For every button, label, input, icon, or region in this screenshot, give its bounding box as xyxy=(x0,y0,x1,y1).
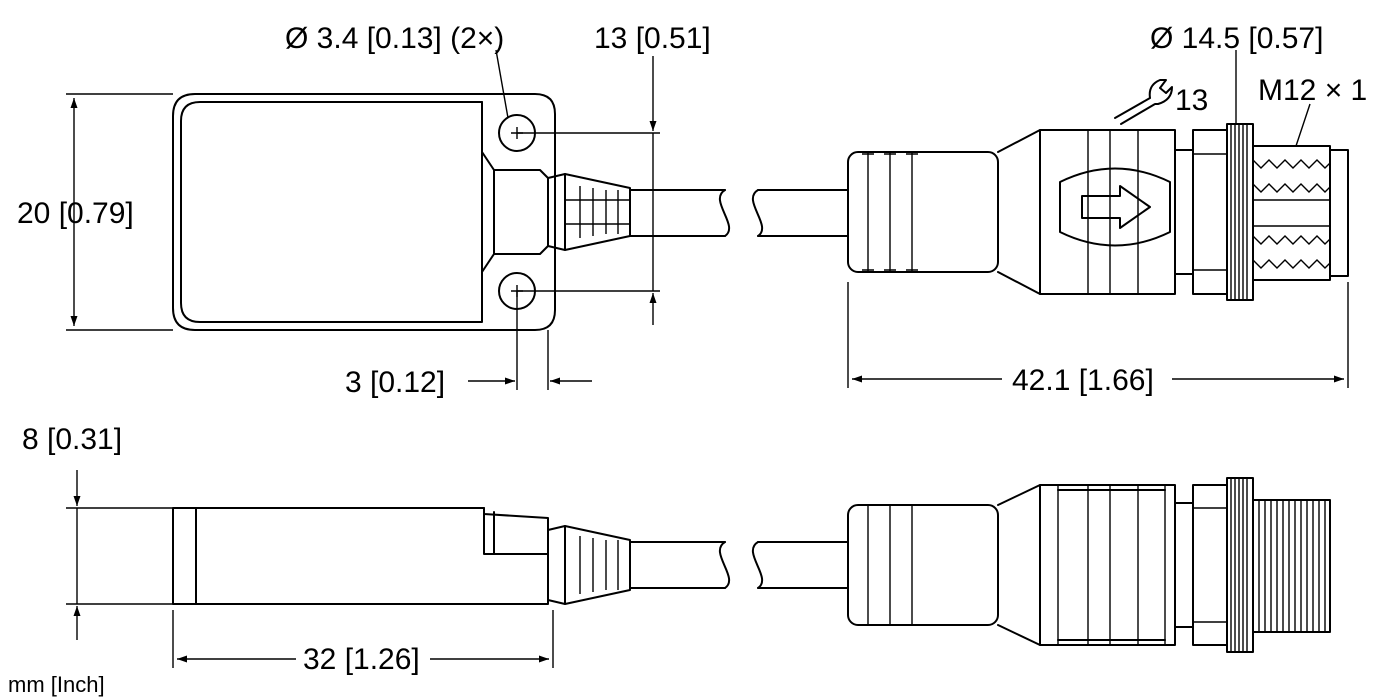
thread-teeth-upper xyxy=(1252,159,1331,193)
unit-note: mm [Inch] xyxy=(8,672,105,697)
mounting-channel xyxy=(481,101,549,273)
body-height-label: 20 [0.79] xyxy=(17,197,134,230)
hole-spacing-label: 13 [0.51] xyxy=(594,22,711,55)
connector-length-label: 42.1 [1.66] xyxy=(1012,364,1154,397)
cable-side xyxy=(629,541,849,589)
strain-relief xyxy=(547,173,631,251)
hole-offset-label: 3 [0.12] xyxy=(345,366,445,399)
wrench-icon xyxy=(1114,79,1173,125)
sensor-body-outline xyxy=(172,93,556,331)
arrow-right-icon xyxy=(1059,167,1171,247)
cable-top xyxy=(629,189,849,237)
sensor-side-view xyxy=(172,507,849,605)
hole-diameter-label: Ø 3.4 [0.13] (2×) xyxy=(285,22,504,55)
connector-diameter-label: Ø 14.5 [0.57] xyxy=(1150,22,1323,55)
sensor-top-view xyxy=(172,93,849,331)
sensor-body-inner-outline xyxy=(180,101,483,323)
body-thickness-label: 8 [0.31] xyxy=(22,423,122,456)
body-length-label: 32 [1.26] xyxy=(303,643,420,676)
dimension-lines xyxy=(66,49,1349,668)
sensor-side-body xyxy=(172,507,549,605)
connector-side-view xyxy=(847,477,1331,653)
connector-top-view xyxy=(847,123,1349,301)
wrench-size-label: 13 xyxy=(1175,84,1208,117)
thread-teeth-lower xyxy=(1252,235,1331,269)
cable-break-side xyxy=(718,541,764,589)
cable-break-top xyxy=(718,189,764,237)
thread-label: M12 × 1 xyxy=(1258,74,1367,107)
thread-outline xyxy=(1252,145,1349,281)
